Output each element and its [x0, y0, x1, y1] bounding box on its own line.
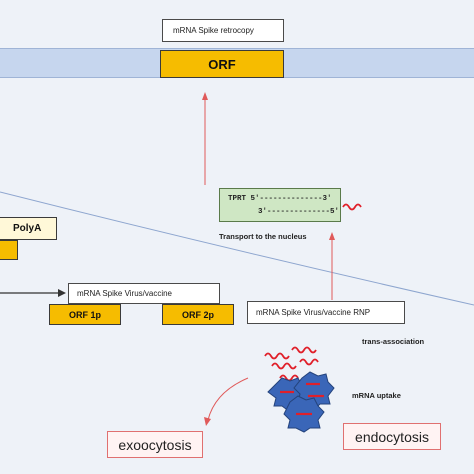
cell-membrane-curve [0, 191, 474, 306]
polya-orf-strip [0, 240, 18, 260]
polya-box: PolyA [0, 217, 57, 240]
exocytosis-label: exoocytosis [118, 436, 192, 453]
orf-1p-box: ORF 1p [49, 304, 121, 325]
orf-box: ORF [160, 50, 284, 78]
mrna-spike-rnp-box: mRNA Spike Virus/vaccine RNP [247, 301, 405, 324]
rna-strand-4 [299, 358, 319, 366]
orf-1p-label: ORF 1p [68, 309, 101, 320]
vaccine-particles [267, 371, 335, 433]
particle-rna-marks [280, 382, 324, 416]
orf-label: ORF [208, 56, 236, 72]
tprt-to-orf-arrowhead [202, 92, 208, 100]
tprt-box: TPRT 5'--------------3' 3'--------------… [219, 188, 341, 222]
mrna-spike-virus-box: mRNA Spike Virus/vaccine [68, 283, 220, 304]
mrna-spike-rnp-label: mRNA Spike Virus/vaccine RNP [256, 308, 371, 317]
left-input-arrowhead [58, 289, 66, 297]
exocytosis-arrowhead [204, 417, 211, 426]
mrna-spike-retrocopy-label: mRNA Spike retrocopy [173, 26, 254, 35]
mrna-spike-retrocopy-box: mRNA Spike retrocopy [162, 19, 284, 42]
orf-2p-box: ORF 2p [162, 304, 234, 325]
polya-label: PolyA [13, 223, 42, 234]
rnp-to-tprt-arrowhead [329, 232, 335, 240]
rna-strands [264, 346, 319, 382]
orf-2p-label: ORF 2p [181, 309, 214, 320]
rna-strand-1 [264, 352, 290, 360]
mrna-uptake-label: mRNA uptake [352, 391, 401, 400]
exocytosis-curved-arrow [207, 377, 249, 421]
transport-to-nucleus-label: Transport to the nucleus [219, 232, 307, 241]
tprt-line-1: TPRT 5'--------------3' [228, 195, 332, 203]
endocytosis-box: endocytosis [343, 423, 441, 450]
rna-strand-3 [271, 362, 297, 370]
tprt-rna-squiggle [342, 203, 362, 211]
trans-association-label: trans-association [362, 337, 425, 346]
endocytosis-label: endocytosis [355, 428, 429, 445]
tprt-line-2: 3'--------------5' [258, 208, 340, 216]
exocytosis-box: exoocytosis [107, 431, 203, 458]
rna-strand-2 [291, 346, 317, 354]
mrna-spike-virus-label: mRNA Spike Virus/vaccine [77, 289, 172, 298]
